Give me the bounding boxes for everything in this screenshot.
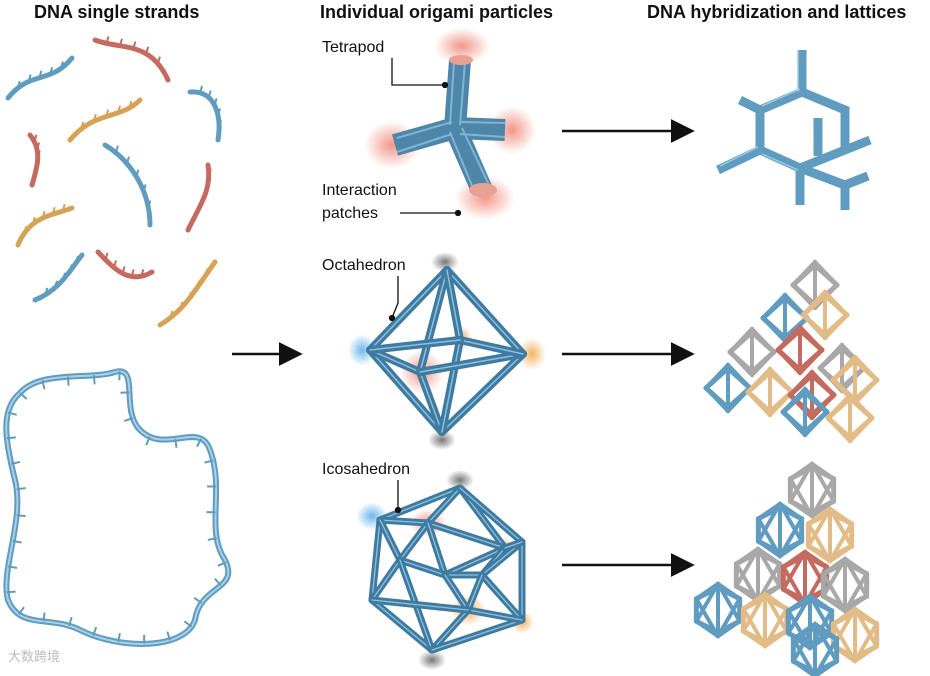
octahedron-particle: [348, 252, 546, 450]
icosa-unit: [805, 506, 855, 564]
dna-strand: [187, 85, 223, 143]
tetrapod-particle: [364, 28, 536, 220]
dna-strand: [27, 132, 41, 188]
icosa-unit: [787, 461, 837, 519]
dna-strand: [5, 55, 75, 101]
octa-unit: [727, 326, 777, 378]
icosa-unit: [830, 606, 880, 664]
octahedron-lattice: [703, 259, 880, 444]
arrows: [232, 119, 695, 577]
dna-strand: [95, 249, 155, 280]
icosahedron-lattice: [693, 461, 880, 676]
dna-strand: [92, 36, 171, 83]
dna-strand: [67, 97, 143, 143]
watermark: 大数跨境: [8, 650, 61, 665]
octa-unit: [780, 386, 830, 438]
dna-strand: [15, 203, 75, 248]
label-icosahedron: Icosahedron: [322, 461, 411, 478]
icosa-unit: [740, 591, 790, 649]
octa-unit: [703, 362, 753, 414]
long-dna-loop: [3, 368, 232, 647]
octa-unit: [800, 289, 850, 341]
header-dna-single-strands: DNA single strands: [34, 2, 200, 22]
header-individual-origami-particles: Individual origami particles: [320, 2, 554, 22]
octa-unit: [830, 354, 880, 406]
label-interaction: Interaction: [322, 182, 397, 199]
dna-strand: [102, 142, 153, 228]
icosahedron-particle: [356, 470, 534, 670]
tetrapod-lattice: [716, 50, 872, 210]
icosa-unit: [693, 581, 743, 639]
dna-single-strands-group: [5, 36, 223, 328]
dna-strand: [32, 252, 85, 303]
icosa-unit: [820, 556, 870, 614]
icosa-unit: [780, 549, 830, 607]
octa-unit: [775, 324, 825, 376]
label-octahedron: Octahedron: [322, 257, 406, 274]
icosa-unit: [755, 501, 805, 559]
icosa-unit: [790, 621, 840, 676]
header-dna-hybridization-and-lattices: DNA hybridization and lattices: [647, 2, 907, 22]
dna-strand: [185, 162, 212, 233]
label-patches: patches: [322, 205, 379, 222]
octa-unit: [825, 392, 875, 444]
label-tetrapod: Tetrapod: [322, 39, 385, 56]
icosa-unit: [733, 546, 783, 604]
callout-lines: [388, 58, 462, 514]
dna-strand: [157, 259, 218, 328]
